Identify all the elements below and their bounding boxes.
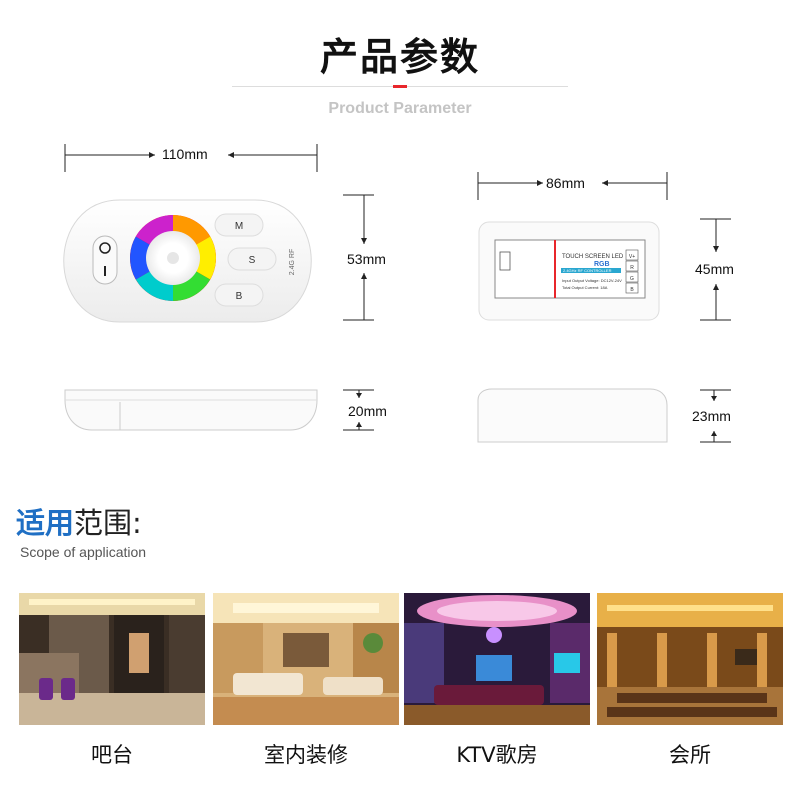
remote-front-view: M S B 2.4G RF <box>63 199 312 323</box>
bar-scene-photo <box>19 593 205 725</box>
interior-scene-caption: 室内装修 <box>264 743 348 767</box>
terminal-label: B <box>630 287 634 293</box>
interior-scene-photo <box>213 593 399 725</box>
controller-front-view: TOUCH SCREEN LED RGB 2.4GHz RF CONTROLLE… <box>478 221 660 321</box>
clubhouse-scene-photo <box>597 593 783 725</box>
product-diagram: M S B 2.4G RF TOUCH SCREEN LED RGB 2.4GH… <box>63 144 731 443</box>
application-subtitle: Scope of application <box>20 544 147 560</box>
controller-label-line5: Total Output Current: 18A <box>562 285 608 290</box>
terminal-label: G <box>630 276 634 282</box>
controller-side-view <box>477 388 668 443</box>
page-title: 产品参数 <box>319 35 480 79</box>
remote-height-dimension <box>343 194 374 321</box>
application-title-highlight: 适用 <box>16 506 75 540</box>
controller-height-dimension <box>700 218 731 321</box>
clubhouse-scene-caption: 会所 <box>669 743 711 767</box>
remote-height-label: 53mm <box>347 251 386 267</box>
controller-label-line2: RGB <box>594 261 610 268</box>
terminal-label: V+ <box>629 254 635 260</box>
controller-label-line1: TOUCH SCREEN LED <box>562 254 624 260</box>
controller-width-label: 86mm <box>546 175 585 191</box>
page-subtitle: Product Parameter <box>328 100 472 117</box>
application-title-rest: 范围: <box>74 506 142 540</box>
controller-height-label: 45mm <box>695 261 734 277</box>
remote-width-dimension <box>64 144 318 172</box>
remote-depth-label: 20mm <box>348 403 387 419</box>
controller-label-line4: Input Output Voltage: DC12V-24V <box>562 278 622 283</box>
application-title: 适用范围: <box>16 500 142 542</box>
speed-button-label: S <box>249 255 256 266</box>
controller-width-dimension <box>477 172 668 200</box>
power-switch <box>92 235 118 285</box>
controller-label-line3: 2.4GHz RF CONTROLLER <box>563 268 612 273</box>
remote-side-view <box>64 389 318 431</box>
controller-depth-dimension <box>700 389 731 443</box>
controller-terminal-block: V+ R G B <box>625 249 639 294</box>
bar-scene-caption: 吧台 <box>91 743 133 767</box>
brightness-button-label: B <box>236 291 243 302</box>
ktv-scene-caption: KTV歌房 <box>456 743 538 767</box>
controller-depth-label: 23mm <box>692 408 731 424</box>
color-wheel <box>130 215 216 301</box>
terminal-label: R <box>630 265 634 271</box>
ktv-scene-photo <box>404 593 590 725</box>
mode-button-label: M <box>235 221 243 232</box>
title-divider-accent <box>393 85 407 88</box>
remote-brand-text: 2.4G RF <box>289 249 296 275</box>
remote-depth-dimension <box>343 389 374 431</box>
remote-width-label: 110mm <box>162 146 208 162</box>
